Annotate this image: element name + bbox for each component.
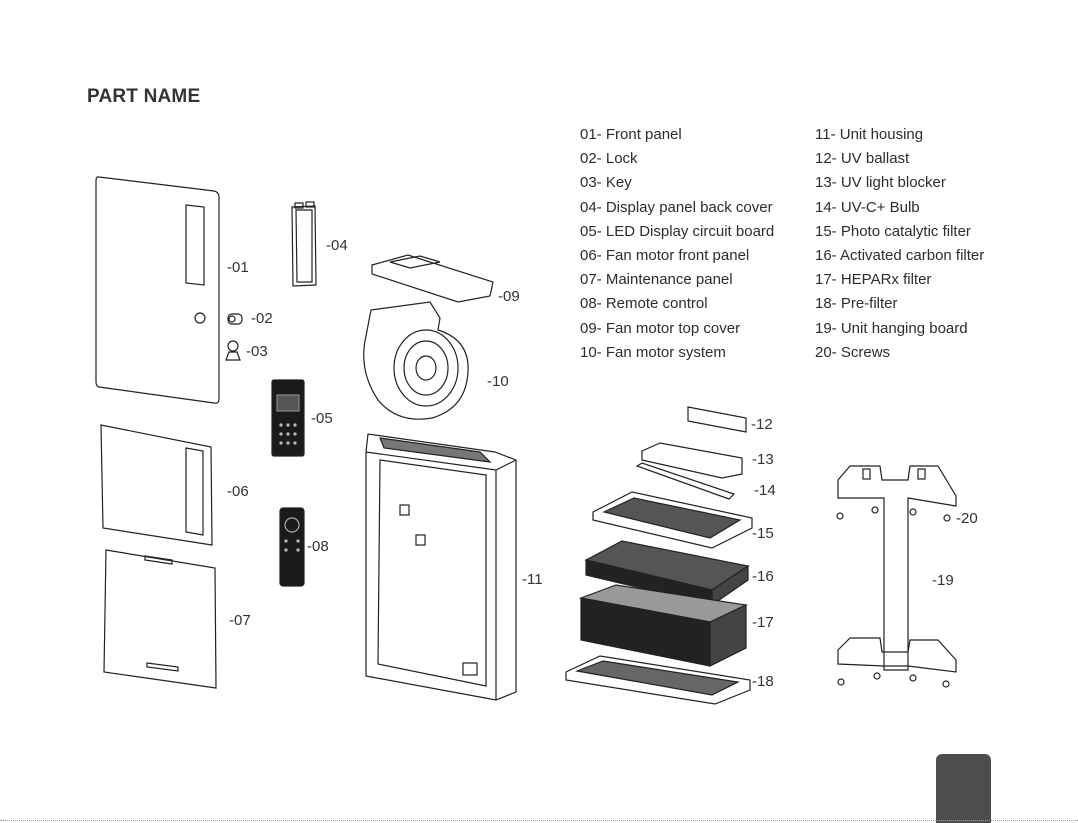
key-drawing [225, 340, 241, 361]
callout-13: -13 [752, 451, 774, 468]
activated-carbon-filter-drawing [584, 540, 750, 607]
callout-04: -04 [326, 237, 348, 254]
callout-18: -18 [752, 673, 774, 690]
callout-07: -07 [229, 612, 251, 629]
bottom-divider [0, 820, 1078, 821]
callout-05: -05 [311, 410, 333, 427]
legend-item: 04- Display panel back cover [580, 198, 773, 216]
legend-item: 10- Fan motor system [580, 343, 726, 361]
photo-catalytic-filter-drawing [592, 491, 753, 549]
uv-ballast-drawing [687, 406, 747, 433]
display-back-cover-drawing [291, 201, 317, 287]
callout-15: -15 [752, 525, 774, 542]
remote-control-drawing [279, 507, 305, 587]
legend-item: 12- UV ballast [815, 150, 910, 168]
hanging-board-drawing [837, 465, 957, 673]
legend-item: 20- Screws [815, 343, 891, 361]
uv-light-blocker-drawing [641, 442, 743, 479]
callout-01: -01 [227, 259, 249, 276]
fan-motor-system-drawing [363, 301, 469, 420]
legend-item: 15- Photo catalytic filter [815, 222, 971, 240]
legend-item: 18- Pre-filter [815, 295, 898, 313]
legend-item: 13- UV light blocker [815, 174, 946, 192]
parts-legend-left: 01- Front panel 02- Lock 03- Key 04- Dis… [580, 124, 774, 366]
maintenance-panel-drawing [103, 549, 217, 689]
callout-20: -20 [956, 510, 978, 527]
legend-item: 17- HEPARx filter [815, 271, 932, 289]
front-panel-drawing [95, 176, 220, 404]
unit-housing-drawing [365, 433, 517, 701]
callout-03: -03 [246, 343, 268, 360]
callout-08: -08 [307, 538, 329, 555]
fan-top-cover-drawing [371, 254, 494, 303]
legend-item: 06- Fan motor front panel [580, 246, 750, 264]
legend-item: 02- Lock [580, 150, 638, 168]
legend-item: 14- UV-C+ Bulb [815, 198, 920, 216]
callout-16: -16 [752, 568, 774, 585]
callout-14: -14 [754, 482, 776, 499]
legend-item: 07- Maintenance panel [580, 271, 733, 289]
pre-filter-drawing [565, 655, 751, 705]
hepa-filter-drawing [578, 584, 749, 667]
legend-item: 09- Fan motor top cover [580, 319, 741, 337]
fan-front-panel-drawing [100, 424, 213, 546]
callout-10: -10 [487, 373, 509, 390]
legend-item: 08- Remote control [580, 295, 708, 313]
legend-item: 11- Unit housing [815, 126, 924, 143]
callout-12: -12 [751, 416, 773, 433]
screws-drawing [836, 506, 951, 688]
callout-19: -19 [932, 572, 954, 589]
parts-legend-right: 11- Unit housing 12- UV ballast 13- UV l… [815, 124, 984, 366]
callout-09: -09 [498, 288, 520, 305]
legend-item: 01- Front panel [580, 126, 682, 143]
callout-11: -11 [522, 571, 543, 588]
legend-item: 05- LED Display circuit board [580, 222, 775, 240]
callout-06: -06 [227, 483, 249, 500]
led-display-board-drawing [271, 379, 305, 457]
legend-item: 19- Unit hanging board [815, 319, 968, 337]
page-title: PART NAME [87, 86, 201, 107]
page-number-tab [936, 754, 991, 823]
legend-item: 16- Activated carbon filter [815, 246, 985, 264]
callout-17: -17 [752, 614, 774, 631]
callout-02: -02 [251, 310, 273, 327]
lock-drawing [227, 313, 243, 325]
legend-item: 03- Key [580, 174, 632, 192]
uv-bulb-drawing [635, 462, 736, 500]
